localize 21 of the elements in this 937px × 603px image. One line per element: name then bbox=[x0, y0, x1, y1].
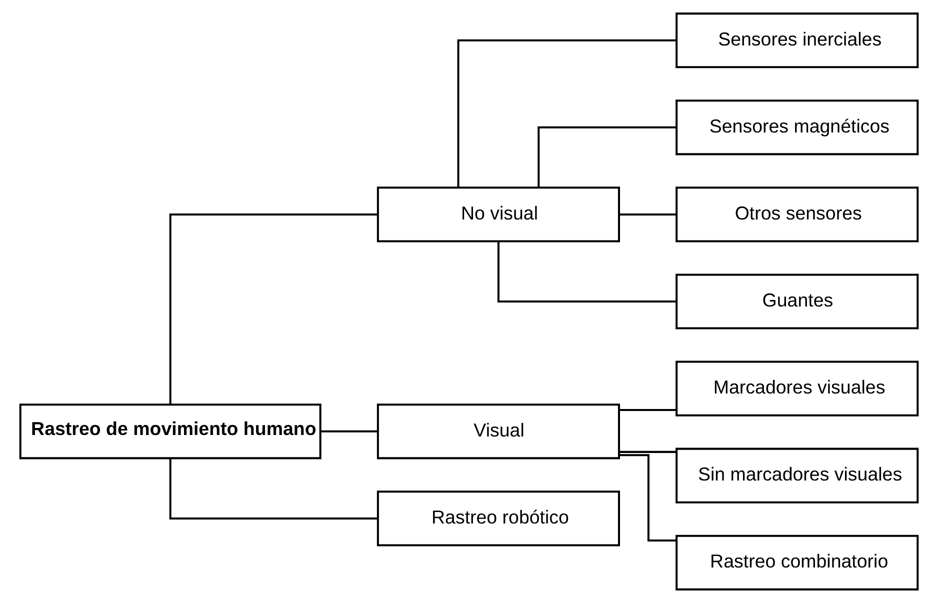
connector bbox=[618, 454, 676, 542]
connector bbox=[618, 450, 676, 453]
connector bbox=[168, 213, 378, 404]
connector bbox=[618, 408, 676, 411]
node-box: Sin marcadores visuales bbox=[675, 448, 918, 504]
node-box: No visual bbox=[376, 186, 620, 242]
node-box: Rastreo de movimiento humano bbox=[18, 404, 321, 460]
node-box: Sensores inerciales bbox=[675, 12, 918, 68]
node-box: Rastreo robótico bbox=[376, 490, 620, 546]
connector bbox=[456, 39, 676, 188]
connector bbox=[537, 126, 676, 188]
connector bbox=[320, 430, 378, 432]
connector bbox=[168, 458, 378, 520]
node-box: Otros sensores bbox=[675, 186, 918, 242]
node-box: Visual bbox=[376, 404, 620, 460]
node-box: Guantes bbox=[675, 274, 918, 330]
connector bbox=[618, 213, 676, 216]
node-box: Sensores magnéticos bbox=[675, 100, 918, 156]
node-box: Marcadores visuales bbox=[675, 360, 918, 416]
connector bbox=[496, 242, 676, 302]
node-box: Rastreo combinatorio bbox=[675, 534, 918, 590]
